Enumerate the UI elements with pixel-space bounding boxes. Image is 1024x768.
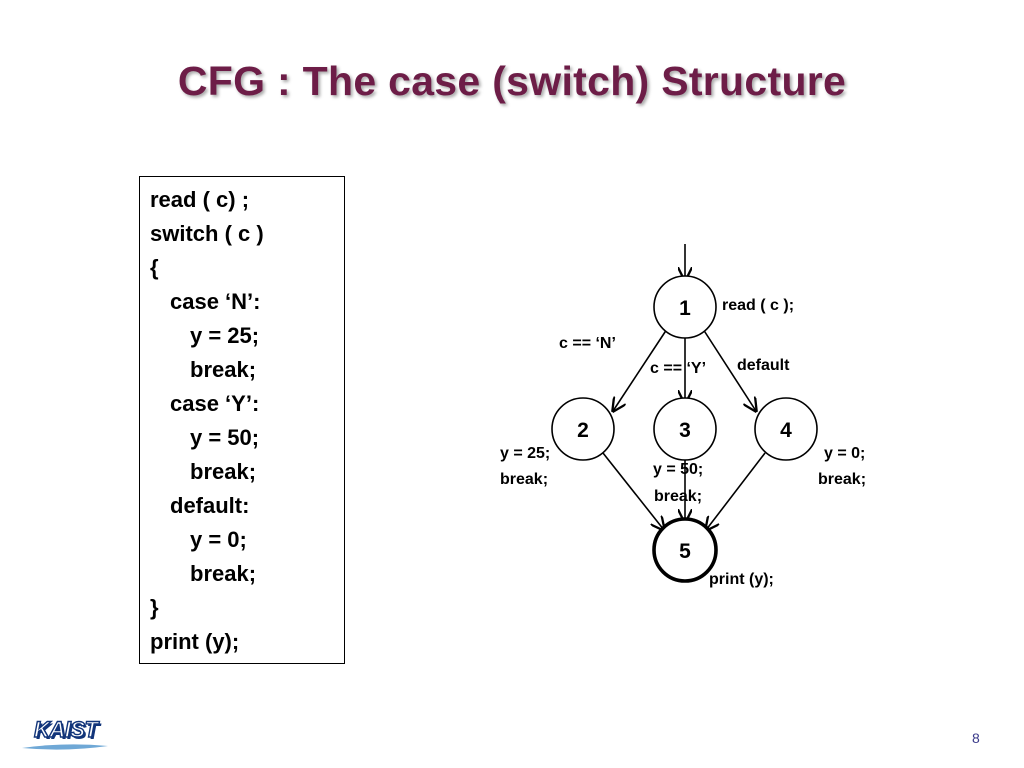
- code-line: }: [150, 595, 159, 620]
- code-line: y = 0;: [190, 527, 247, 552]
- node-3-annotation-line: break;: [654, 488, 702, 505]
- node-1-annotation: read ( c );: [722, 297, 794, 314]
- edge-4-5: [706, 452, 766, 530]
- node-1-label: 1: [679, 297, 691, 320]
- slide-title: CFG : The case (switch) Structure: [177, 58, 847, 104]
- node-2: 2: [551, 397, 615, 461]
- code-line: print (y);: [150, 629, 240, 654]
- node-5-label: 5: [679, 540, 691, 563]
- edge-1-2: [613, 328, 668, 411]
- node-2-annotation-line: break;: [500, 471, 548, 488]
- code-line: case ‘Y’:: [170, 391, 260, 416]
- node-4-annotation-line: y = 0;: [824, 445, 865, 462]
- node-3-label: 3: [679, 419, 691, 442]
- kaist-logo: KAIST: [33, 716, 98, 742]
- node-2-annotation-line: y = 25;: [500, 445, 550, 462]
- node-4: 4: [754, 397, 818, 461]
- node-5-exit: 5: [652, 517, 718, 583]
- edge-2-5: [602, 452, 664, 530]
- logo-swoosh: [22, 744, 108, 750]
- node-1: 1: [653, 275, 717, 339]
- code-line: break;: [190, 459, 257, 484]
- code-line: y = 25;: [190, 323, 260, 348]
- code-line: default:: [170, 493, 250, 518]
- node-5-annotation: print (y);: [709, 571, 774, 588]
- edge-label-y: c == ‘Y’: [650, 360, 706, 377]
- node-3-annotation-line: y = 50;: [653, 461, 703, 478]
- node-4-label: 4: [780, 419, 792, 442]
- code-line: read ( c) ;: [150, 187, 250, 212]
- node-4-annotation-line: break;: [818, 471, 866, 488]
- node-2-label: 2: [577, 419, 589, 442]
- node-3: 3: [653, 397, 717, 461]
- code-line: {: [150, 255, 159, 280]
- code-line: break;: [190, 357, 257, 382]
- edge-1-4: [702, 328, 756, 411]
- code-line: switch ( c ): [150, 221, 264, 246]
- code-line: case ‘N’:: [170, 289, 261, 314]
- code-listing: read ( c) ; switch ( c ) { case ‘N’: y =…: [139, 176, 345, 664]
- code-line: break;: [190, 561, 257, 586]
- code-line: y = 50;: [190, 425, 260, 450]
- edge-label-default: default: [737, 357, 790, 374]
- edge-label-n: c == ‘N’: [559, 335, 616, 352]
- page-number: 8: [972, 730, 980, 746]
